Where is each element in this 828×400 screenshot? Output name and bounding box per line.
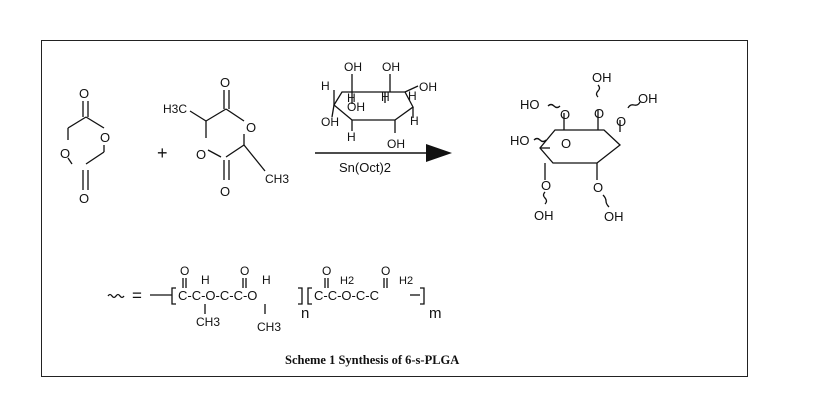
inositol-oh-4: OH (347, 100, 365, 114)
legend-b1-h1: H (201, 273, 210, 287)
lactide-methyl-right: CH3 (265, 172, 289, 186)
inositol-oh-3: OH (419, 80, 437, 94)
glycolide-ring-o-left: O (60, 146, 70, 161)
glycolide-structure: O O O O (60, 86, 110, 206)
legend-b2-o1: O (322, 264, 331, 278)
plga-arm-legend: = C-C-O-C-C-O C-C-O-C-C O H O H CH3 CH3 … (107, 264, 442, 334)
inositol-oh-1: OH (344, 60, 362, 74)
legend-b2-h2-a: H2 (340, 275, 354, 287)
product-structure: O O O O O O HO HO OH OH OH OH (510, 70, 658, 224)
scheme-caption: Scheme 1 Synthesis of 6-s-PLGA (285, 353, 459, 367)
product-oh-2: OH (638, 91, 658, 106)
lactide-structure: O O O O H3C CH3 (163, 75, 289, 199)
glycolide-ring-o-right: O (100, 130, 110, 145)
product-ho-2: HO (510, 133, 530, 148)
inositol-h-4: H (408, 89, 417, 103)
legend-b2-h2-b: H2 (399, 275, 413, 287)
reaction-arrow (315, 144, 452, 162)
product-o-1: O (560, 107, 570, 122)
inositol-oh-5: OH (321, 115, 339, 129)
legend-equals: = (132, 286, 142, 305)
inositol-h-6: H (347, 130, 356, 144)
inositol-oh-2: OH (382, 60, 400, 74)
legend-b1-o1: O (180, 264, 189, 278)
legend-chain-1: C-C-O-C-C-O (178, 288, 257, 303)
product-o-4: O (561, 136, 571, 151)
lactide-ring-o-left: O (196, 147, 206, 162)
inositol-structure: OH OH OH OH OH OH H H H H H H (321, 60, 437, 151)
legend-m: m (429, 305, 442, 322)
product-ho-1: HO (520, 97, 540, 112)
product-o-3: O (616, 114, 626, 129)
glycolide-carbonyl-o-top: O (79, 86, 89, 101)
inositol-h-2: H (347, 91, 356, 105)
lactide-carbonyl-o-top: O (220, 75, 230, 90)
legend-b1-o2: O (240, 264, 249, 278)
product-o-5: O (541, 178, 551, 193)
inositol-h-3: H (381, 90, 390, 104)
legend-b1-h2: H (262, 273, 271, 287)
inositol-h-1: H (321, 79, 330, 93)
legend-b1-ch3-b: CH3 (257, 320, 281, 334)
product-oh-3: OH (534, 208, 554, 223)
product-o-6: O (593, 180, 603, 195)
legend-b2-o2: O (381, 264, 390, 278)
inositol-oh-6: OH (387, 137, 405, 151)
product-oh-4: OH (604, 209, 624, 224)
legend-b1-ch3-a: CH3 (196, 315, 220, 329)
lactide-methyl-left: H3C (163, 102, 187, 116)
catalyst-label: Sn(Oct)2 (339, 160, 391, 175)
scheme-frame (41, 40, 748, 377)
product-o-2: O (594, 106, 604, 121)
lactide-carbonyl-o-bottom: O (220, 184, 230, 199)
product-oh-1: OH (592, 70, 612, 85)
glycolide-carbonyl-o-bottom: O (79, 191, 89, 206)
legend-n: n (301, 305, 309, 322)
inositol-h-5: H (410, 114, 419, 128)
lactide-ring-o-right: O (246, 120, 256, 135)
plus-sign: + (157, 143, 168, 163)
legend-chain-2: C-C-O-C-C (314, 288, 379, 303)
